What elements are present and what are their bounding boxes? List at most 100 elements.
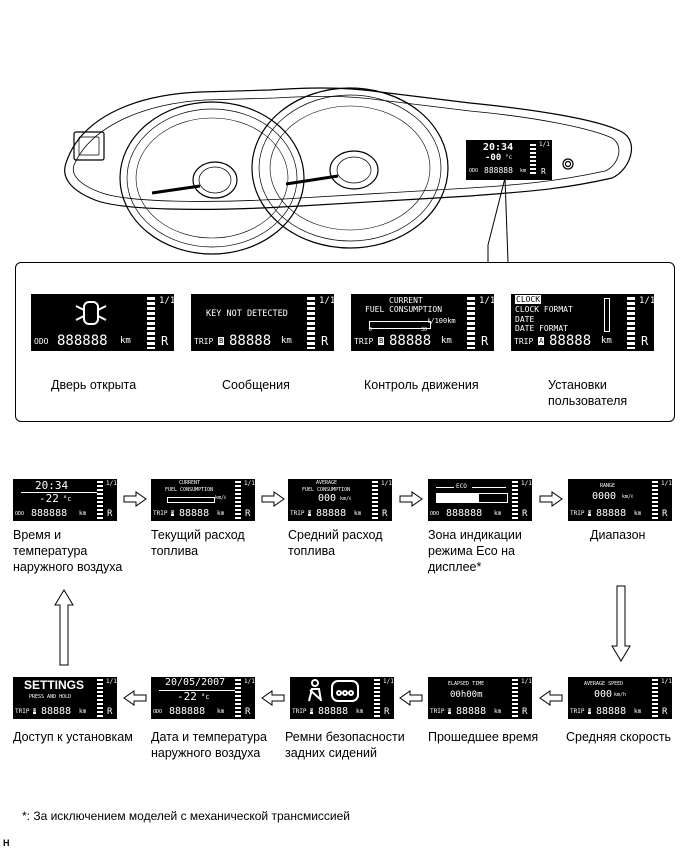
clock-odo-label: ODO	[15, 511, 25, 517]
avg-speed-level-bars	[652, 679, 658, 717]
messages-level-bars	[307, 297, 315, 349]
date-odo-value: 888888	[169, 706, 206, 717]
panel-drive-monitor: CURRENT FUEL CONSUMPTION ℓ/100km 0 30 TR…	[351, 294, 494, 351]
belts-level-bars	[374, 679, 380, 717]
range-fraction: 1/1	[661, 480, 672, 487]
settings-fraction: 1/1	[106, 678, 117, 685]
panel-user-settings: CLOCK CLOCK FORMAT DATE DATE FORMAT TRIP…	[511, 294, 654, 351]
messages-fraction: 1/1	[319, 296, 334, 306]
avg-speed-fraction: 1/1	[661, 678, 672, 685]
clock-temp-unit: °c	[63, 495, 72, 503]
avg-fuel-odo-unit: km	[354, 510, 362, 517]
caption-user-settings: Установки пользователя	[548, 378, 628, 408]
settings-trip-tag: B	[33, 708, 37, 714]
date-fraction: 1/1	[244, 678, 255, 685]
user-menu-item-4: DATE FORMAT	[515, 324, 568, 333]
drive-odo-unit: km	[441, 336, 452, 346]
clock-odo-unit: km	[79, 510, 87, 517]
eco-odo-unit: km	[494, 510, 502, 517]
cluster-gear: R	[541, 167, 546, 176]
cur-fuel-trip-tag: B	[171, 510, 175, 516]
caption-elapsed: Прошедшее время	[428, 730, 539, 744]
user-menu-item-3: DATE	[515, 315, 535, 324]
range-trip-tag: B	[588, 510, 592, 516]
cur-fuel-bar	[167, 497, 215, 503]
belts-gear: R	[384, 707, 390, 717]
avg-speed-label: AVERAGE SPEED	[584, 681, 624, 687]
instrument-cluster-drawing	[64, 87, 633, 263]
avg-fuel-fraction: 1/1	[381, 480, 392, 487]
user-gear: R	[641, 334, 649, 348]
user-menu-item-1: CLOCK	[515, 295, 542, 304]
cluster-odo-label: ODO	[469, 168, 479, 174]
cluster-temp-unit: °c	[505, 154, 513, 161]
corner-mark: H	[3, 838, 10, 848]
arrow-right-1	[123, 491, 147, 507]
cur-fuel-trip-label: TRIP	[153, 510, 168, 517]
eco-fraction: 1/1	[521, 480, 532, 487]
date-value: 20/05/2007	[165, 677, 226, 688]
messages-text: KEY NOT DETECTED	[206, 309, 288, 319]
avg-speed-odo-unit: km	[634, 708, 642, 715]
user-fraction: 1/1	[639, 296, 654, 306]
cur-fuel-level-bars	[235, 481, 241, 519]
caption-settings: Доступ к установкам	[13, 730, 133, 744]
avg-fuel-line1: AVERAGE	[316, 480, 338, 486]
drive-line2: FUEL CONSUMPTION	[365, 305, 443, 314]
flow-panel-range: RANGE 0000 km/ℓ TRIP B 88888 km 1/1 R	[568, 479, 672, 521]
belts-odo-unit: km	[356, 708, 364, 715]
panel-door-open: ODO 888888 km 1/1 R	[31, 294, 174, 351]
flow-panel-average-fuel: AVERAGE FUEL CONSUMPTION 000 km/ℓ TRIP B…	[288, 479, 392, 521]
door-gear: R	[161, 334, 169, 348]
avg-fuel-line2: FUEL CONSUMPTION	[302, 487, 351, 493]
door-odo-unit: km	[120, 336, 131, 346]
belts-trip-label: TRIP	[292, 708, 307, 715]
caption-current-fuel: Текущий расход топлива	[151, 528, 245, 558]
date-temp: -22	[177, 690, 197, 703]
avg-fuel-gear: R	[382, 509, 388, 519]
elapsed-trip-tag: B	[448, 708, 452, 714]
door-odo-label: ODO	[34, 337, 49, 346]
clock-level-bars	[97, 481, 103, 519]
drive-scale-min: 0	[369, 327, 373, 333]
date-odo-unit: km	[217, 708, 225, 715]
caption-messages: Сообщения	[222, 378, 290, 392]
user-menu-item-2: CLOCK FORMAT	[515, 305, 573, 314]
arrow-left-3	[399, 690, 423, 706]
eco-odo-label: ODO	[430, 511, 440, 517]
arrow-left-1	[123, 690, 147, 706]
belts-fraction: 1/1	[383, 678, 394, 685]
drive-fraction: 1/1	[479, 296, 494, 306]
date-odo-label: ODO	[153, 709, 163, 715]
drive-fuel-bar	[369, 321, 431, 329]
avg-fuel-trip-label: TRIP	[290, 510, 305, 517]
cur-fuel-gear: R	[245, 509, 251, 519]
user-odo-value: 88888	[549, 333, 592, 349]
avg-fuel-value: 000	[318, 493, 337, 504]
flow-panel-eco: ECO ODO 888888 km 1/1 R	[428, 479, 532, 521]
caption-average-fuel: Средний расход топлива	[288, 528, 383, 558]
eco-gear: R	[522, 509, 528, 519]
door-level-bars	[147, 297, 155, 349]
caption-average-speed: Средняя скорость	[566, 730, 672, 744]
settings-odo-unit: km	[79, 708, 87, 715]
arrow-down	[611, 585, 631, 662]
cluster-time: 20:34	[483, 142, 514, 153]
range-odo-value: 88888	[596, 508, 627, 519]
flow-panel-settings: SETTINGS PRESS AND HOLD TRIP B 88888 km …	[13, 677, 117, 719]
flow-panel-average-speed: AVERAGE SPEED 000 km/h TRIP B 88888 km 1…	[568, 677, 672, 719]
elapsed-odo-unit: km	[494, 708, 502, 715]
clock-fraction: 1/1	[106, 480, 117, 487]
messages-gear: R	[321, 334, 329, 348]
messages-trip-tag: B	[218, 337, 225, 345]
cluster-fraction: 1/1	[539, 141, 550, 148]
settings-title: SETTINGS	[24, 678, 85, 692]
arrow-right-2	[261, 491, 285, 507]
caption-door-open: Дверь открыта	[51, 378, 137, 392]
drive-trip-tag: B	[378, 337, 385, 345]
range-value: 0000	[592, 491, 617, 502]
seatbelt-warning-icon	[308, 679, 322, 702]
clock-divider	[21, 492, 97, 493]
settings-level-bars	[97, 679, 103, 717]
flow-arrows	[54, 491, 631, 706]
